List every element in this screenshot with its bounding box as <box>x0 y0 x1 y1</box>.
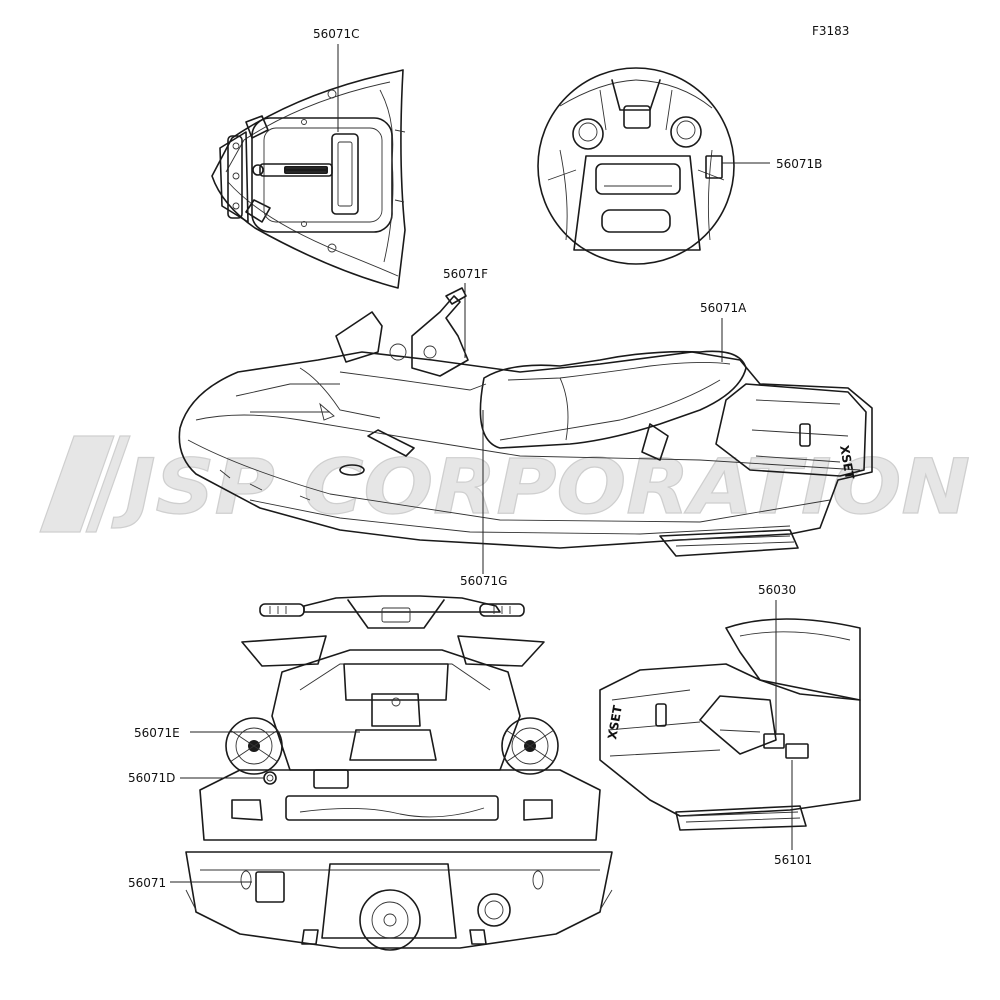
glovebox-inset-view <box>537 67 735 265</box>
rear-deck-detail-view: XSET <box>599 618 861 831</box>
detail-seat-decal-text: XSET <box>605 704 625 741</box>
leader-lines <box>170 44 793 883</box>
label-56101: 56101 <box>774 853 812 867</box>
label-56071B: 56071B <box>776 157 822 171</box>
label-56071F: 56071F <box>443 267 488 281</box>
figure-code: F3183 <box>812 24 849 38</box>
rear-view-watercraft <box>185 595 613 951</box>
watermark: JSP CORPORATION <box>39 435 971 533</box>
label-56071: 56071 <box>128 876 166 890</box>
label-56071E: 56071E <box>134 726 180 740</box>
bow-hatch-view <box>211 69 406 289</box>
decal-56030 <box>763 733 785 749</box>
label-56071G: 56071G <box>460 574 507 588</box>
label-56030: 56030 <box>758 583 796 597</box>
watermark-logo <box>39 435 131 533</box>
label-56071C: 56071C <box>313 27 360 41</box>
label-56071A: 56071A <box>700 301 747 315</box>
label-56071D: 56071D <box>128 771 175 785</box>
side-seat-decal-text: XSET <box>837 444 857 481</box>
decal-56101 <box>785 743 809 759</box>
side-view-watercraft: XSET <box>178 287 873 557</box>
